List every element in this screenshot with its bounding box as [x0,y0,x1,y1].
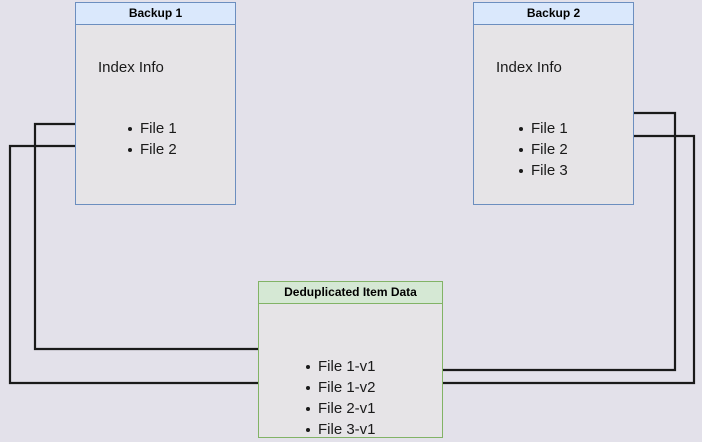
node-backup-2-body: Index Info File 1 File 2 File 3 [474,25,633,204]
list-item: File 1 [518,118,568,139]
list-item: File 3 [518,160,568,181]
list-item: File 2 [127,139,177,160]
index-info-label-backup-1: Index Info [98,59,164,76]
list-item: File 2-v1 [305,398,376,419]
connector-b2-file1-to-file1v2 [391,111,677,378]
file-list-backup-1: File 1 File 2 [127,118,177,160]
node-backup-2[interactable]: Backup 2 Index Info File 1 File 2 File 3 [473,2,634,205]
node-deduplicated-item-data-body: File 1-v1 File 1-v2 File 2-v1 File 3-v1 [259,304,442,440]
node-backup-1-body: Index Info File 1 File 2 [76,25,235,204]
list-item: File 2 [518,139,568,160]
file-list-deduplicated: File 1-v1 File 1-v2 File 2-v1 File 3-v1 [305,356,376,440]
list-item: File 1-v2 [305,377,376,398]
node-deduplicated-item-data[interactable]: Deduplicated Item Data File 1-v1 File 1-… [258,281,443,438]
node-deduplicated-item-data-header: Deduplicated Item Data [259,282,442,304]
list-item: File 1 [127,118,177,139]
index-info-label-backup-2: Index Info [496,59,562,76]
node-backup-1[interactable]: Backup 1 Index Info File 1 File 2 [75,2,236,205]
connector-b1-file2-to-file2v1 [8,144,299,391]
list-item: File 3-v1 [305,419,376,440]
node-backup-1-header: Backup 1 [76,3,235,25]
node-backup-2-header: Backup 2 [474,3,633,25]
file-list-backup-2: File 1 File 2 File 3 [518,118,568,181]
connector-b2-file2-to-file2v1 [385,134,696,391]
list-item: File 1-v1 [305,356,376,377]
